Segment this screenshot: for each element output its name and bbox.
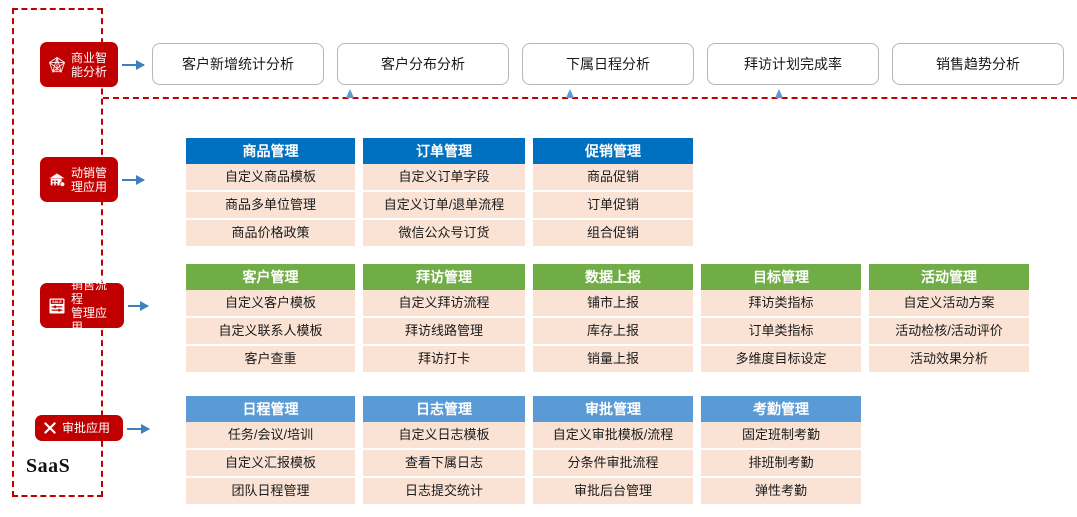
module-card-item[interactable]: 铺市上报 bbox=[533, 290, 693, 318]
bi-section-divider bbox=[103, 97, 1077, 99]
saas-boundary bbox=[12, 8, 103, 497]
module-card-title: 日程管理 bbox=[186, 396, 355, 422]
module-card-item[interactable]: 拜访类指标 bbox=[701, 290, 861, 318]
module-card-item[interactable]: 自定义商品模板 bbox=[186, 164, 355, 192]
module-card-促销管理[interactable]: 促销管理 商品促销 订单促销 组合促销 bbox=[533, 138, 693, 246]
module-card-title: 拜访管理 bbox=[363, 264, 525, 290]
connector-arrow-sales-process bbox=[128, 301, 149, 311]
module-card-item[interactable]: 自定义联系人模板 bbox=[186, 318, 355, 346]
module-card-item[interactable]: 客户查重 bbox=[186, 346, 355, 372]
svg-text:SALE: SALE bbox=[52, 300, 62, 304]
module-card-item[interactable]: 销量上报 bbox=[533, 346, 693, 372]
module-card-item[interactable]: 组合促销 bbox=[533, 220, 693, 246]
module-card-订单管理[interactable]: 订单管理 自定义订单字段 自定义订单/退单流程 微信公众号订货 bbox=[363, 138, 525, 246]
category-badge-sales-process[interactable]: SALE 销售流程 管理应用 bbox=[40, 278, 124, 334]
module-card-日志管理[interactable]: 日志管理 自定义日志模板 查看下属日志 日志提交统计 bbox=[363, 396, 525, 504]
store-building-icon bbox=[47, 170, 67, 190]
module-card-item[interactable]: 自定义客户模板 bbox=[186, 290, 355, 318]
module-card-客户管理[interactable]: 客户管理 自定义客户模板 自定义联系人模板 客户查重 bbox=[186, 264, 355, 372]
bi-button-0[interactable]: 客户新增统计分析 bbox=[152, 43, 324, 85]
module-card-title: 订单管理 bbox=[363, 138, 525, 164]
module-card-title: 考勤管理 bbox=[701, 396, 861, 422]
module-card-item[interactable]: 商品价格政策 bbox=[186, 220, 355, 246]
category-badge-bi[interactable]: 商业智 能分析 bbox=[40, 42, 118, 87]
category-badge-label: 商业智 能分析 bbox=[71, 50, 108, 79]
module-card-item[interactable]: 自定义拜访流程 bbox=[363, 290, 525, 318]
module-card-item[interactable]: 微信公众号订货 bbox=[363, 220, 525, 246]
module-card-item[interactable]: 自定义日志模板 bbox=[363, 422, 525, 450]
module-card-item[interactable]: 库存上报 bbox=[533, 318, 693, 346]
module-card-title: 审批管理 bbox=[533, 396, 693, 422]
module-card-title: 促销管理 bbox=[533, 138, 693, 164]
category-badge-label: 动销管 理应用 bbox=[71, 165, 108, 194]
module-card-title: 日志管理 bbox=[363, 396, 525, 422]
module-card-item[interactable]: 自定义审批模板/流程 bbox=[533, 422, 693, 450]
module-card-item[interactable]: 多维度目标设定 bbox=[701, 346, 861, 372]
bi-button-2[interactable]: 下属日程分析 bbox=[522, 43, 694, 85]
module-card-item[interactable]: 拜访线路管理 bbox=[363, 318, 525, 346]
sale-tag-icon: SALE bbox=[47, 296, 67, 316]
up-arrow-icon-2 bbox=[566, 89, 574, 98]
category-badge-sales-ops[interactable]: 动销管 理应用 bbox=[40, 157, 118, 202]
cross-mark-icon bbox=[42, 420, 58, 436]
module-card-活动管理[interactable]: 活动管理 自定义活动方案 活动检核/活动评价 活动效果分析 bbox=[869, 264, 1029, 372]
module-card-item[interactable]: 日志提交统计 bbox=[363, 478, 525, 504]
module-card-item[interactable]: 订单促销 bbox=[533, 192, 693, 220]
module-card-item[interactable]: 自定义汇报模板 bbox=[186, 450, 355, 478]
category-badge-label: 销售流程 管理应用 bbox=[71, 277, 108, 334]
module-card-item[interactable]: 弹性考勤 bbox=[701, 478, 861, 504]
module-card-item[interactable]: 活动检核/活动评价 bbox=[869, 318, 1029, 346]
saas-label: SaaS bbox=[26, 455, 71, 477]
module-card-item[interactable]: 团队日程管理 bbox=[186, 478, 355, 504]
module-card-item[interactable]: 拜访打卡 bbox=[363, 346, 525, 372]
up-arrow-icon-1 bbox=[346, 89, 354, 98]
module-card-title: 活动管理 bbox=[869, 264, 1029, 290]
module-card-item[interactable]: 审批后台管理 bbox=[533, 478, 693, 504]
module-card-item[interactable]: 活动效果分析 bbox=[869, 346, 1029, 372]
module-card-title: 客户管理 bbox=[186, 264, 355, 290]
module-card-审批管理[interactable]: 审批管理 自定义审批模板/流程 分条件审批流程 审批后台管理 bbox=[533, 396, 693, 504]
bi-button-3[interactable]: 拜访计划完成率 bbox=[707, 43, 879, 85]
module-card-item[interactable]: 自定义订单/退单流程 bbox=[363, 192, 525, 220]
module-card-item[interactable]: 查看下属日志 bbox=[363, 450, 525, 478]
connector-arrow-sales-ops bbox=[122, 175, 145, 185]
bi-button-4[interactable]: 销售趋势分析 bbox=[892, 43, 1064, 85]
module-card-title: 商品管理 bbox=[186, 138, 355, 164]
connector-arrow-bi bbox=[122, 60, 145, 70]
module-card-item[interactable]: 固定班制考勤 bbox=[701, 422, 861, 450]
up-arrow-icon-3 bbox=[775, 89, 783, 98]
module-card-item[interactable]: 订单类指标 bbox=[701, 318, 861, 346]
module-card-title: 目标管理 bbox=[701, 264, 861, 290]
module-card-item[interactable]: 分条件审批流程 bbox=[533, 450, 693, 478]
module-card-item[interactable]: 商品促销 bbox=[533, 164, 693, 192]
bi-button-1[interactable]: 客户分布分析 bbox=[337, 43, 509, 85]
module-card-考勤管理[interactable]: 考勤管理 固定班制考勤 排班制考勤 弹性考勤 bbox=[701, 396, 861, 504]
category-badge-label: 审批应用 bbox=[62, 421, 111, 435]
module-card-数据上报[interactable]: 数据上报 铺市上报 库存上报 销量上报 bbox=[533, 264, 693, 372]
network-graph-icon bbox=[47, 55, 67, 75]
module-card-目标管理[interactable]: 目标管理 拜访类指标 订单类指标 多维度目标设定 bbox=[701, 264, 861, 372]
category-badge-approval[interactable]: 审批应用 bbox=[35, 415, 123, 441]
connector-arrow-approval bbox=[127, 424, 150, 434]
module-card-商品管理[interactable]: 商品管理 自定义商品模板 商品多单位管理 商品价格政策 bbox=[186, 138, 355, 246]
module-card-item[interactable]: 自定义活动方案 bbox=[869, 290, 1029, 318]
module-card-item[interactable]: 自定义订单字段 bbox=[363, 164, 525, 192]
module-card-拜访管理[interactable]: 拜访管理 自定义拜访流程 拜访线路管理 拜访打卡 bbox=[363, 264, 525, 372]
module-card-item[interactable]: 商品多单位管理 bbox=[186, 192, 355, 220]
module-card-item[interactable]: 排班制考勤 bbox=[701, 450, 861, 478]
module-card-日程管理[interactable]: 日程管理 任务/会议/培训 自定义汇报模板 团队日程管理 bbox=[186, 396, 355, 504]
module-card-title: 数据上报 bbox=[533, 264, 693, 290]
module-card-item[interactable]: 任务/会议/培训 bbox=[186, 422, 355, 450]
